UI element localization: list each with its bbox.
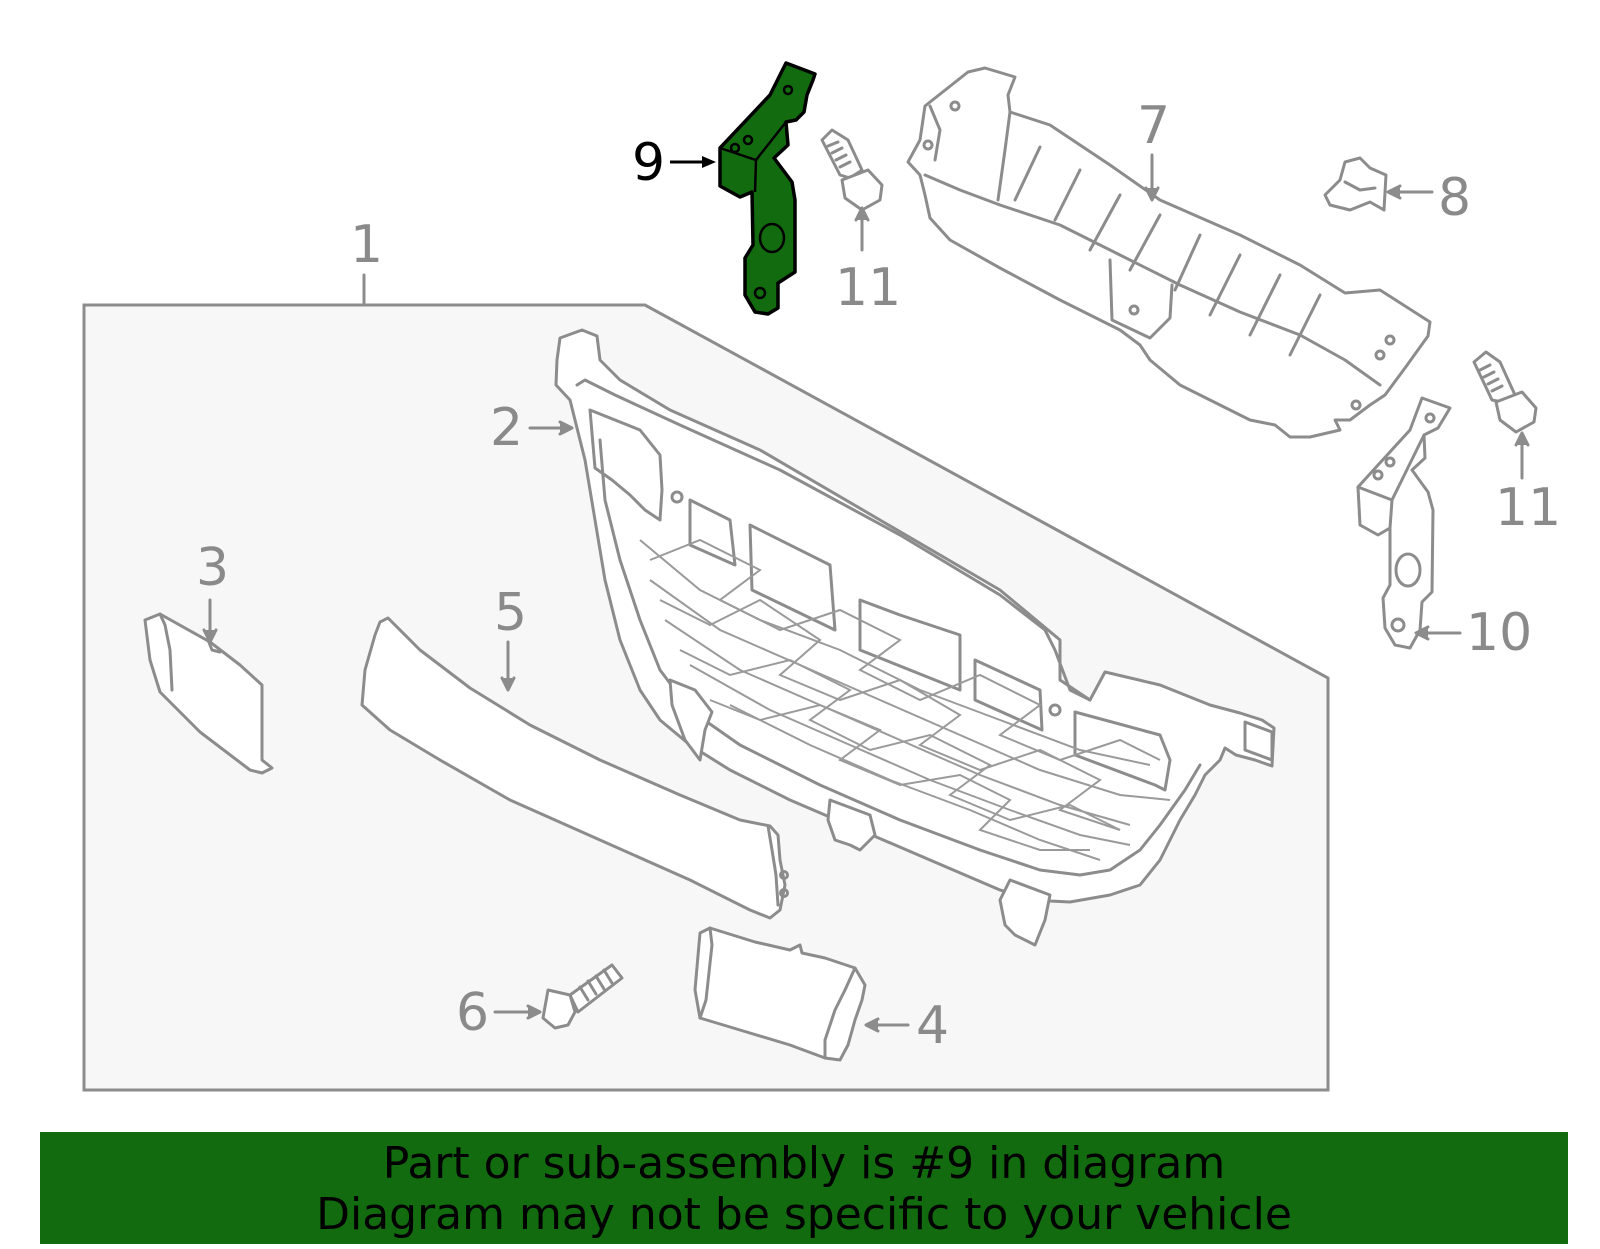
callout-1: 1 [350, 215, 383, 275]
bolt-11-left[interactable] [820, 128, 884, 212]
callout-6: 6 [456, 983, 489, 1043]
clip-8[interactable] [1323, 156, 1388, 212]
upper-beam[interactable] [906, 66, 1432, 439]
callout-3: 3 [196, 538, 229, 598]
molding-strip[interactable] [360, 616, 789, 920]
bracket-10[interactable] [1356, 396, 1452, 650]
bolt-6[interactable] [541, 963, 624, 1030]
callout-10: 10 [1466, 603, 1532, 663]
grille[interactable] [554, 328, 1276, 947]
parts-diagram: 1 2 3 4 5 6 7 8 9 10 11 11 [82, 61, 1561, 1092]
callout-9: 9 [632, 133, 665, 193]
banner-line-2: Diagram may not be specific to your vehi… [316, 1189, 1292, 1240]
callout-11-left: 11 [835, 258, 901, 318]
bolt-11-right[interactable] [1472, 350, 1538, 434]
callout-5: 5 [494, 583, 527, 643]
callout-4: 4 [916, 996, 949, 1056]
highlighted-bracket-9[interactable] [718, 61, 817, 316]
callout-11-right: 11 [1495, 478, 1561, 538]
part-info-banner: Part or sub-assembly is #9 in diagram Di… [40, 1132, 1568, 1244]
callout-2: 2 [490, 398, 523, 458]
callout-8: 8 [1438, 168, 1471, 228]
banner-line-1: Part or sub-assembly is #9 in diagram [382, 1138, 1226, 1189]
right-cover[interactable] [693, 926, 867, 1062]
callout-7: 7 [1137, 96, 1170, 156]
leader-lines [202, 153, 1530, 1033]
